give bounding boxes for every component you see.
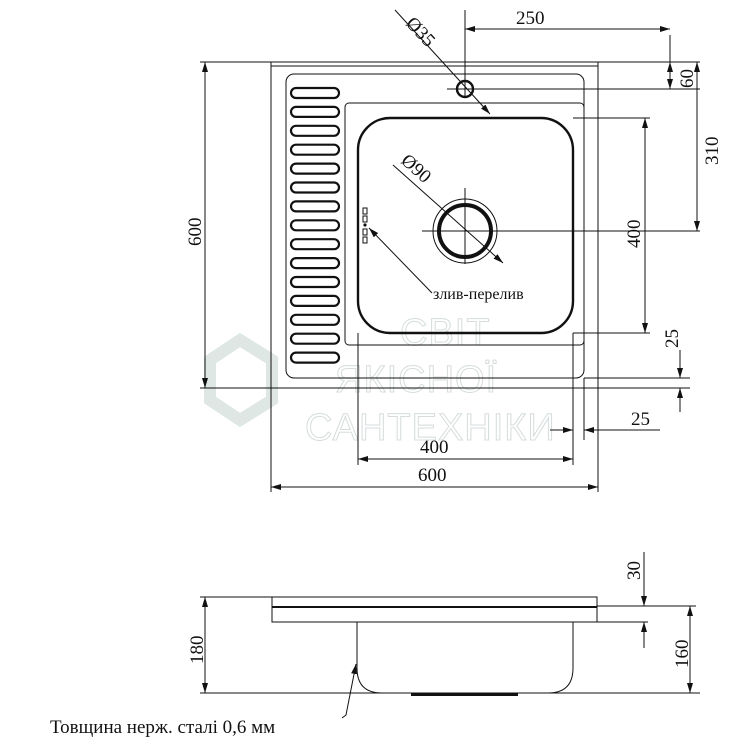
- dim-30-label: 30: [624, 561, 645, 580]
- dim-400-horizontal-label: 400: [420, 437, 449, 458]
- watermark-line-2: ЯКІСНОЇ: [335, 359, 497, 401]
- thickness-note: Товщина нерж. сталі 0,6 мм: [50, 717, 275, 738]
- drainboard-slot: [289, 257, 341, 270]
- watermark-logo-icon: [204, 332, 278, 428]
- drainboard-slot: [289, 219, 341, 232]
- dim-160-label: 160: [672, 640, 693, 669]
- watermark: СВІТ ЯКІСНОЇ САНТЕХНІКИ: [204, 312, 556, 450]
- drainboard-slot: [289, 200, 341, 213]
- side-bowl: [356, 622, 574, 694]
- drainboard-slot: [289, 313, 341, 326]
- side-view: 180 160 30 Товщина нерж. сталі 0,6 мм: [50, 552, 700, 738]
- bowl: [356, 116, 575, 335]
- dim-600-vertical-label: 600: [185, 218, 206, 247]
- watermark-line-3: САНТЕХНІКИ: [305, 407, 556, 449]
- drain-diameter-label: Ø90: [397, 150, 435, 188]
- drainboard-slot: [289, 143, 341, 156]
- top-view: Ø35 Ø90 злив-перелив 250 60 310 400: [185, 8, 723, 492]
- dim-310-label: 310: [702, 137, 723, 166]
- dim-25-horizontal-label: 25: [631, 409, 650, 430]
- drainboard-slot: [289, 124, 341, 137]
- overflow-icon: [362, 207, 368, 244]
- drainboard-slot: [289, 238, 341, 251]
- side-rim: [271, 596, 598, 623]
- drainboard-slot: [289, 275, 341, 289]
- dim-25-vertical-label: 25: [662, 329, 683, 348]
- side-drain: [411, 693, 518, 696]
- drainboard-slot: [289, 86, 341, 100]
- drainboard-slot: [289, 181, 341, 194]
- drainboard-slots: [289, 86, 341, 364]
- drainboard-slot: [289, 294, 341, 307]
- dim-180-label: 180: [187, 636, 208, 665]
- dim-600-horizontal-label: 600: [418, 465, 447, 486]
- drainboard-slot: [289, 332, 341, 345]
- bowl-plateau: [344, 102, 585, 346]
- drainboard-slot: [289, 162, 341, 175]
- dim-250-label: 250: [516, 8, 545, 29]
- dim-60-label: 60: [677, 69, 698, 88]
- drainboard-slot: [289, 105, 341, 119]
- tap-hole-diameter-label: Ø35: [401, 13, 439, 51]
- overflow-label: злив-перелив: [433, 286, 524, 303]
- dim-400-vertical-label: 400: [624, 220, 645, 249]
- drainboard-slot: [289, 351, 341, 364]
